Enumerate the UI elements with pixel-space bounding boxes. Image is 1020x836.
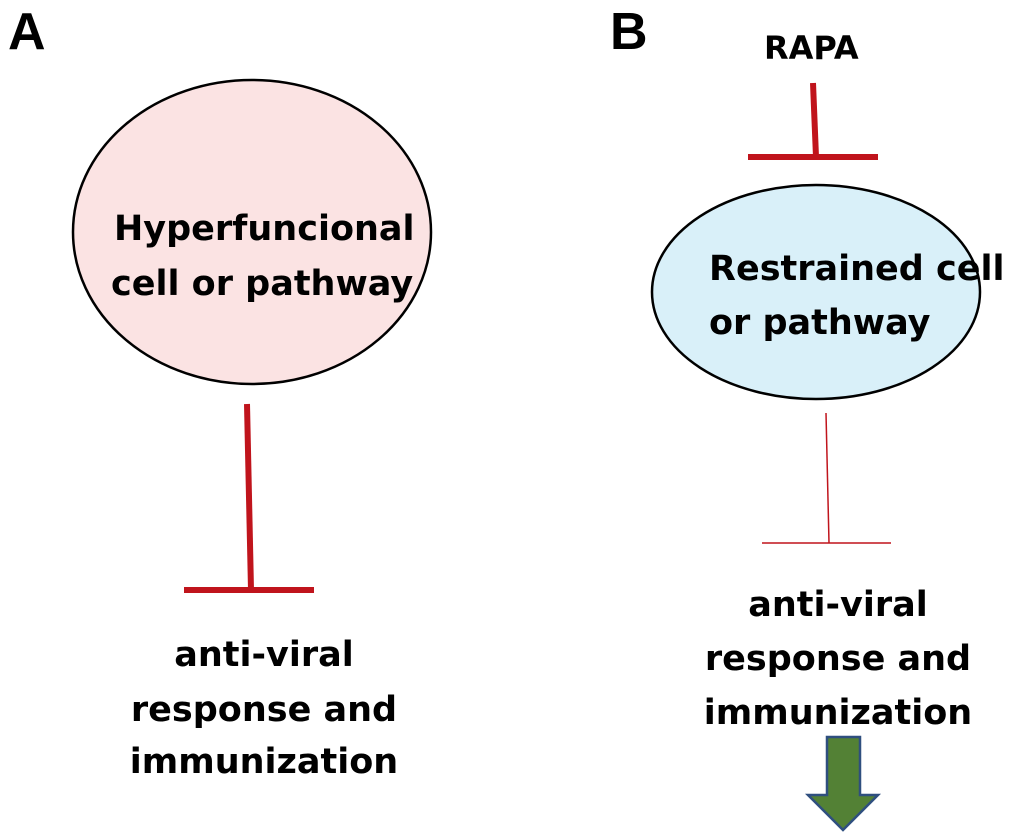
outcome-a-line2: response and — [130, 690, 398, 730]
rapa-inhibition-stem — [810, 82, 819, 158]
node-b-line1: Restrained cell — [709, 249, 1005, 289]
panel-label-b: B — [610, 3, 648, 61]
node-a-line2: cell or pathway — [111, 264, 414, 304]
node-a-line1: Hyperfuncional — [114, 209, 415, 249]
outcome-a-line3: immunization — [129, 742, 399, 782]
decrease-arrow-icon — [804, 735, 882, 832]
restrained-node — [650, 183, 982, 401]
drug-label-rapa: RAPA — [764, 29, 859, 67]
weak-inhibition-stem — [825, 412, 830, 544]
inhibition-stem-a — [244, 403, 254, 591]
outcome-a-line1: anti-viral — [174, 635, 354, 675]
outcome-b-line1: anti-viral — [748, 585, 928, 625]
outcome-b-line2: response and — [704, 639, 972, 679]
outcome-b-line3: immunization — [703, 693, 973, 733]
panel-label-a: A — [8, 3, 46, 61]
node-b-line2: or pathway — [709, 303, 931, 343]
hyperfunctional-node — [71, 78, 433, 386]
